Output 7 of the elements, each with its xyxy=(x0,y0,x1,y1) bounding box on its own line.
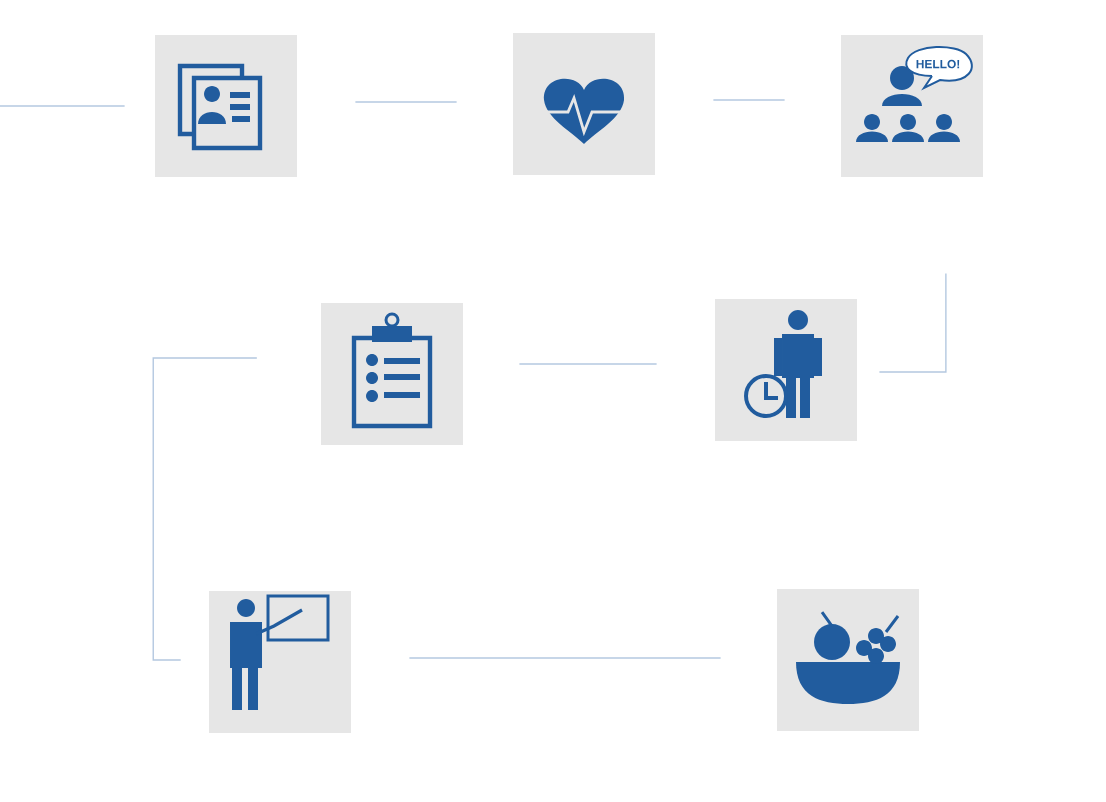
connector-line xyxy=(878,272,947,373)
connector-line xyxy=(354,101,458,103)
connector-line xyxy=(712,99,786,101)
connector-line xyxy=(0,105,126,107)
connector-line xyxy=(408,657,722,659)
connector-line xyxy=(518,363,658,365)
connector-line xyxy=(152,357,258,661)
